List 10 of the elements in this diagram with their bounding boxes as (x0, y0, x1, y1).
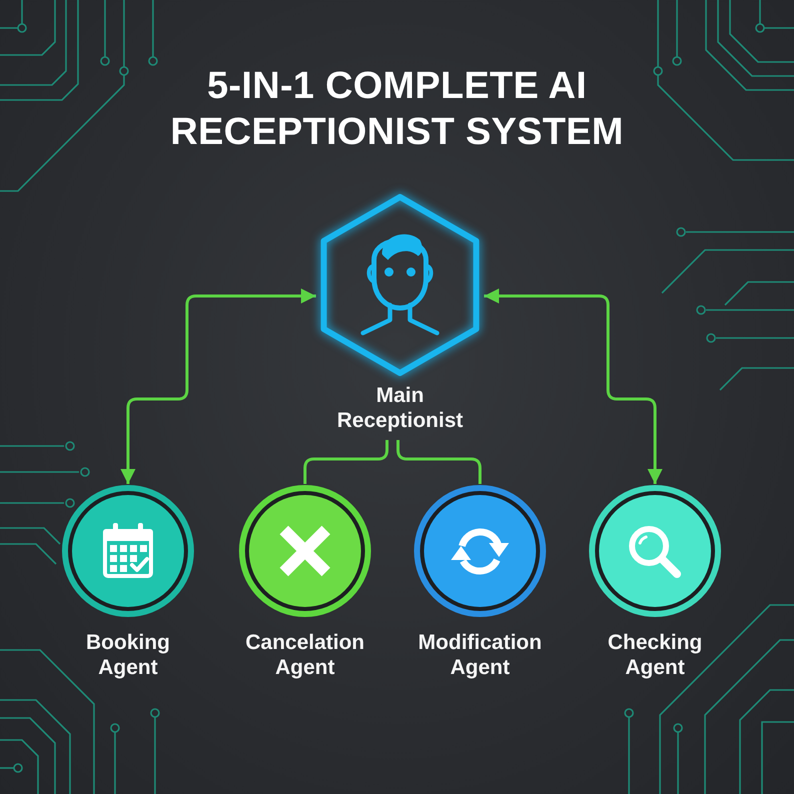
node-label: Modification Agent (417, 630, 543, 680)
arrow (120, 288, 316, 484)
connector-line (396, 440, 482, 484)
node-label: Main Receptionist (336, 383, 464, 433)
node-label: Booking Agent (85, 630, 171, 680)
connector-line (304, 440, 388, 484)
title: 5-IN-1 COMPLETE AI RECEPTIONIST SYSTEM (169, 64, 625, 155)
node-label: Cancelation Agent (244, 630, 366, 680)
node-label: Checking Agent (606, 630, 704, 680)
arrow (484, 288, 662, 484)
